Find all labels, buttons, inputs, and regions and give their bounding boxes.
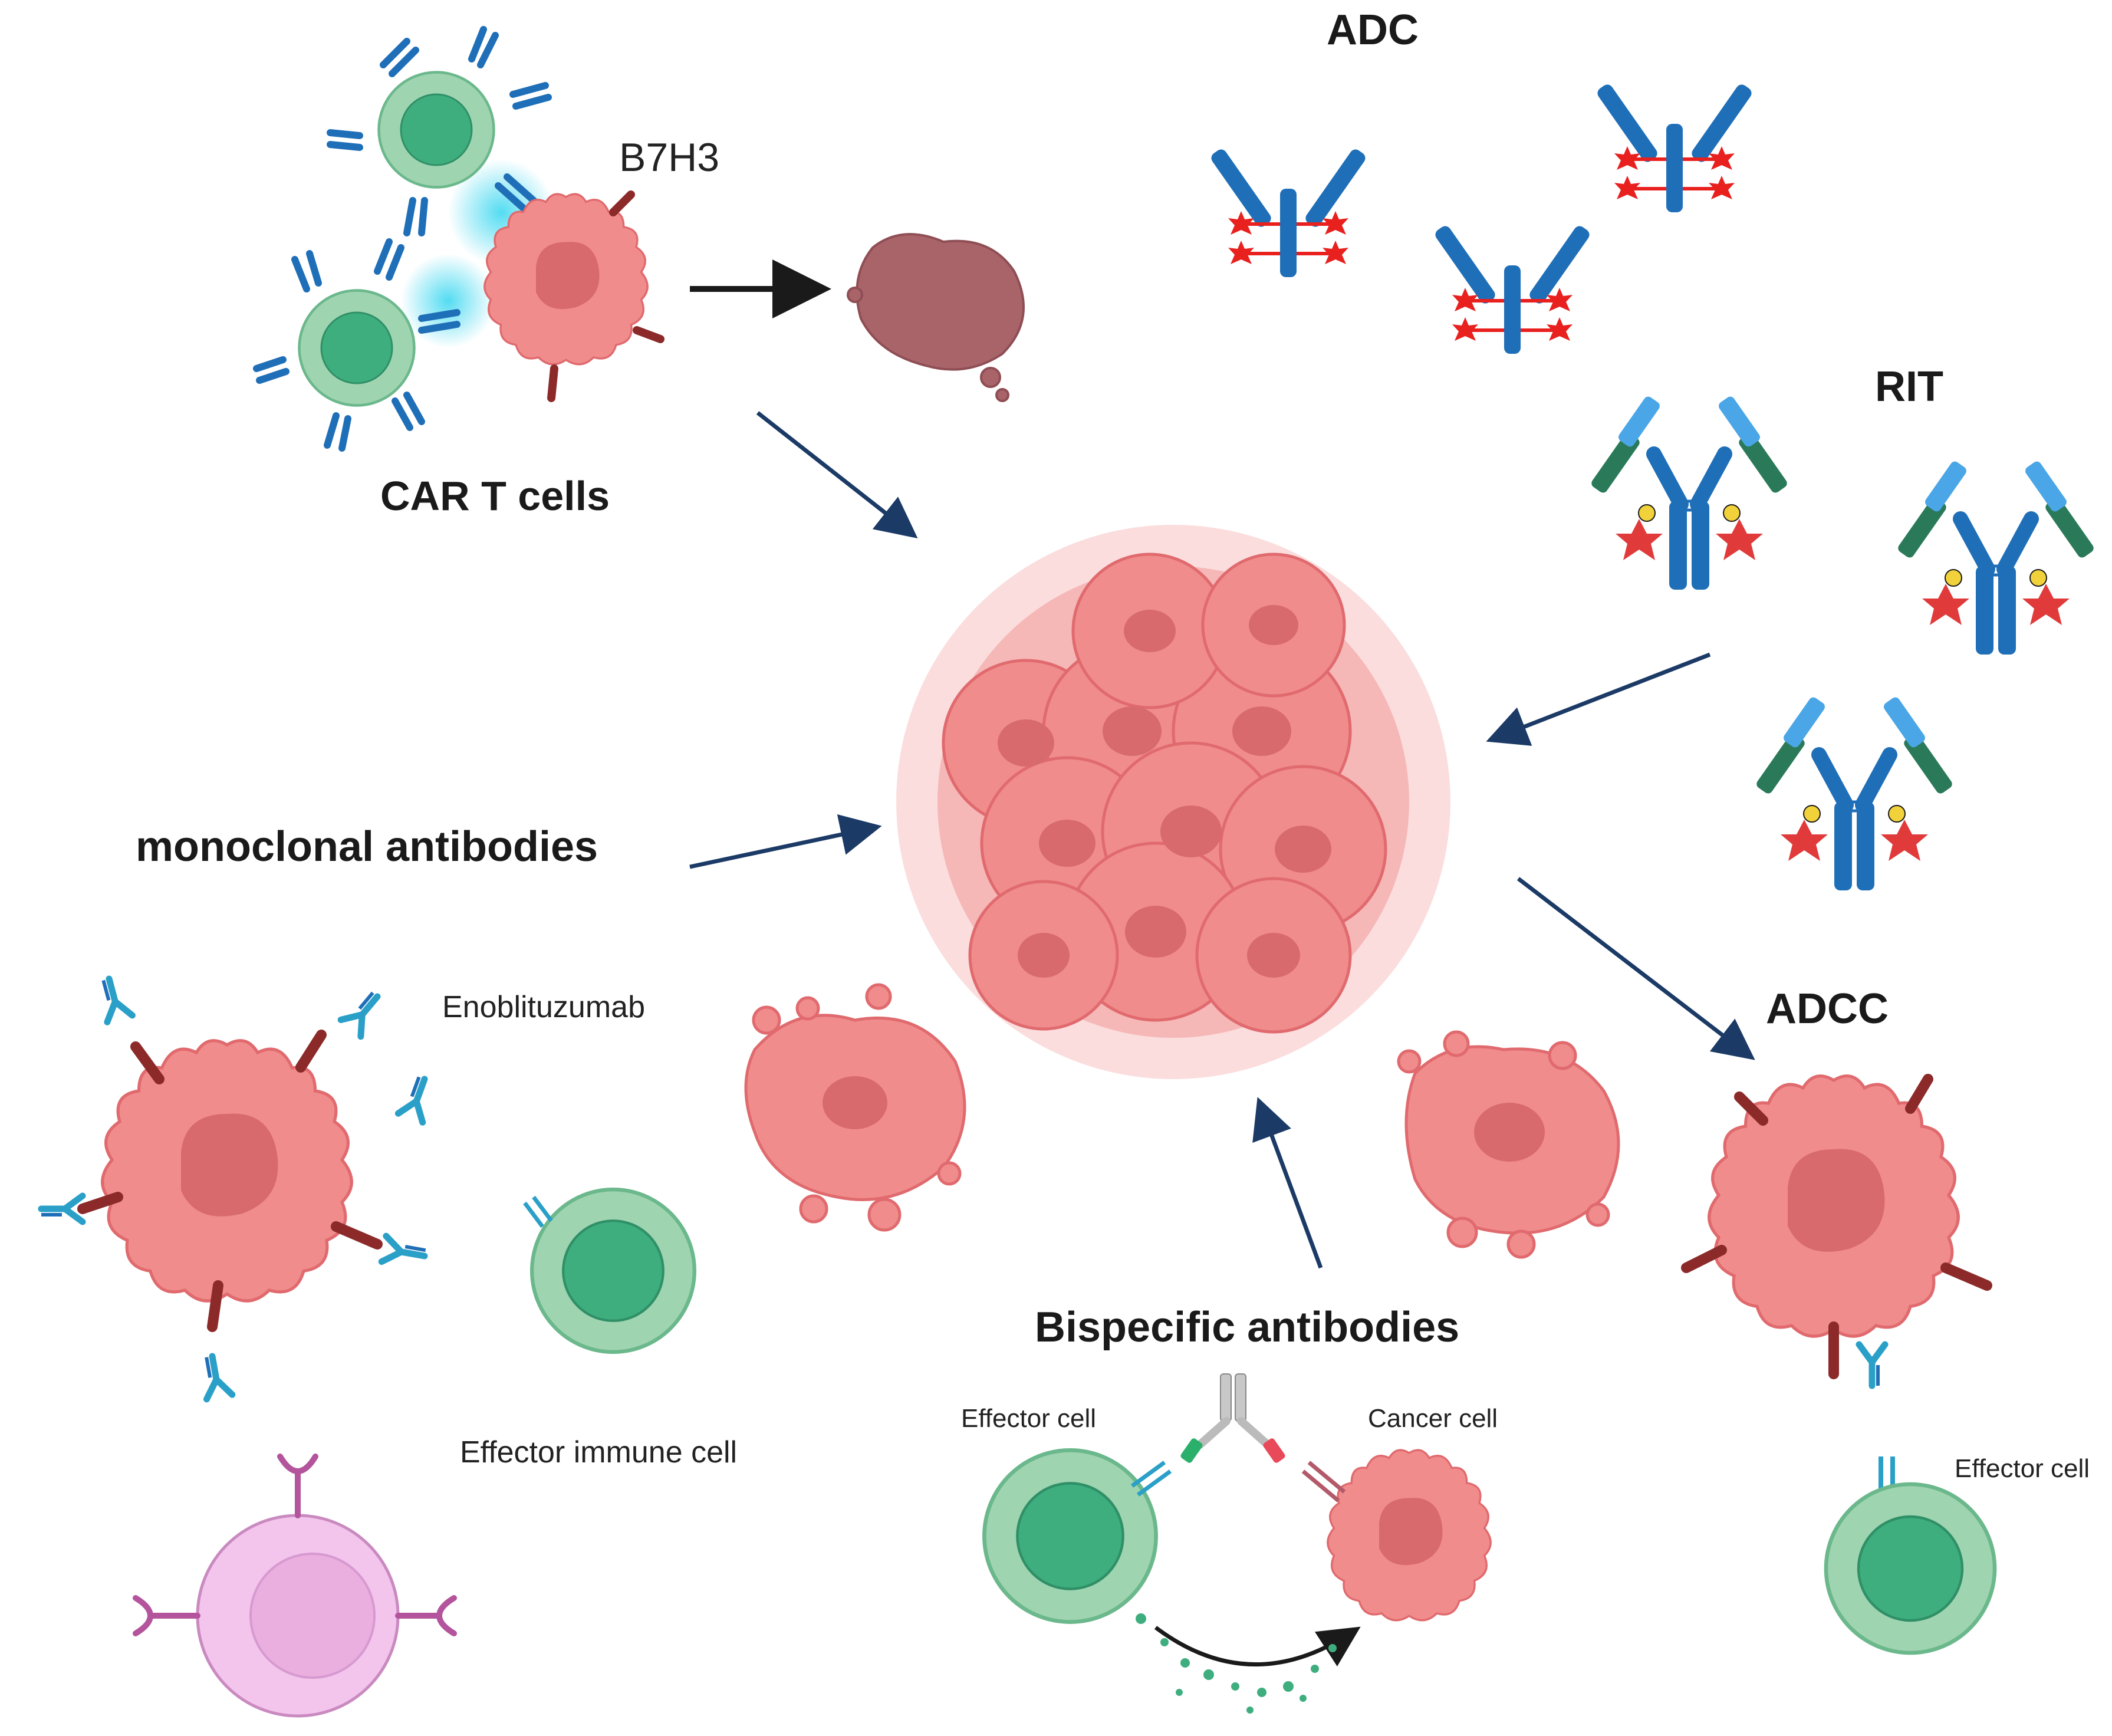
cytotoxic-release-arrow	[1154, 1626, 1361, 1666]
b7h3-label: B7H3	[619, 135, 719, 180]
rit-antibodies	[1590, 395, 2095, 890]
car-t-cell-top	[379, 73, 494, 188]
effector-cell-adcc-label: Effector cell	[1955, 1454, 2090, 1483]
rit-label: RIT	[1875, 363, 1943, 410]
bispecific-antibody-icon	[1180, 1373, 1285, 1463]
bispecific-cancer-receptor	[1301, 1461, 1346, 1502]
tumor-mass	[896, 525, 1450, 1079]
arrow-rit	[1486, 652, 1711, 746]
monoclonal-antibodies-label: monoclonal antibodies	[136, 823, 598, 870]
car-t-cells-label: CAR T cells	[380, 473, 610, 519]
arrow-monoclonal	[689, 814, 882, 869]
monoclonal-b7h3-receptors	[77, 1030, 383, 1332]
car-t-cells-group	[253, 26, 1025, 452]
effector-receptor-left	[523, 1195, 553, 1228]
arrow-adcc	[1516, 877, 1755, 1060]
debris-nuclei	[823, 1076, 1545, 1162]
effector-t-cell-adcc	[1826, 1484, 1995, 1653]
cancer-cell-adcc	[1709, 1076, 1959, 1336]
adc-antibodies	[1209, 82, 1754, 354]
cancer-cell-bispecific-label: Cancer cell	[1368, 1404, 1498, 1433]
cancer-cell-bispecific	[1327, 1449, 1492, 1622]
car-receptors	[253, 26, 552, 452]
effector-t-cell-left	[532, 1189, 695, 1352]
enoblituzumab-label: Enoblituzumab	[442, 990, 645, 1024]
pathway-arrows	[689, 411, 1755, 1269]
effector-immune-cell-label: Effector immune cell	[460, 1435, 737, 1469]
effector-t-cell-bispecific	[984, 1450, 1156, 1622]
adcc-b7h3-receptors	[1681, 1074, 1992, 1379]
effector-cell-bispecific-label: Effector cell	[961, 1404, 1096, 1433]
adcc-label: ADCC	[1766, 985, 1889, 1033]
effector-immune-cell	[133, 1454, 457, 1718]
adcc-antibody	[1859, 1344, 1885, 1386]
arrow-bispecific	[1252, 1097, 1323, 1269]
granule-dots	[1136, 1613, 1337, 1714]
dead-cell-debris	[847, 233, 1025, 402]
arrow-car-t	[756, 411, 918, 538]
bispecific-effector-receptor	[1130, 1461, 1172, 1497]
bispecific-antibodies-label: Bispecific antibodies	[1035, 1304, 1459, 1351]
cancer-cell-monoclonal	[103, 1041, 352, 1301]
car-t-cell-bottom	[300, 291, 414, 406]
cancer-cell-car-target	[483, 193, 649, 366]
adc-label: ADC	[1327, 6, 1419, 54]
b7h3-receptors	[547, 190, 664, 402]
